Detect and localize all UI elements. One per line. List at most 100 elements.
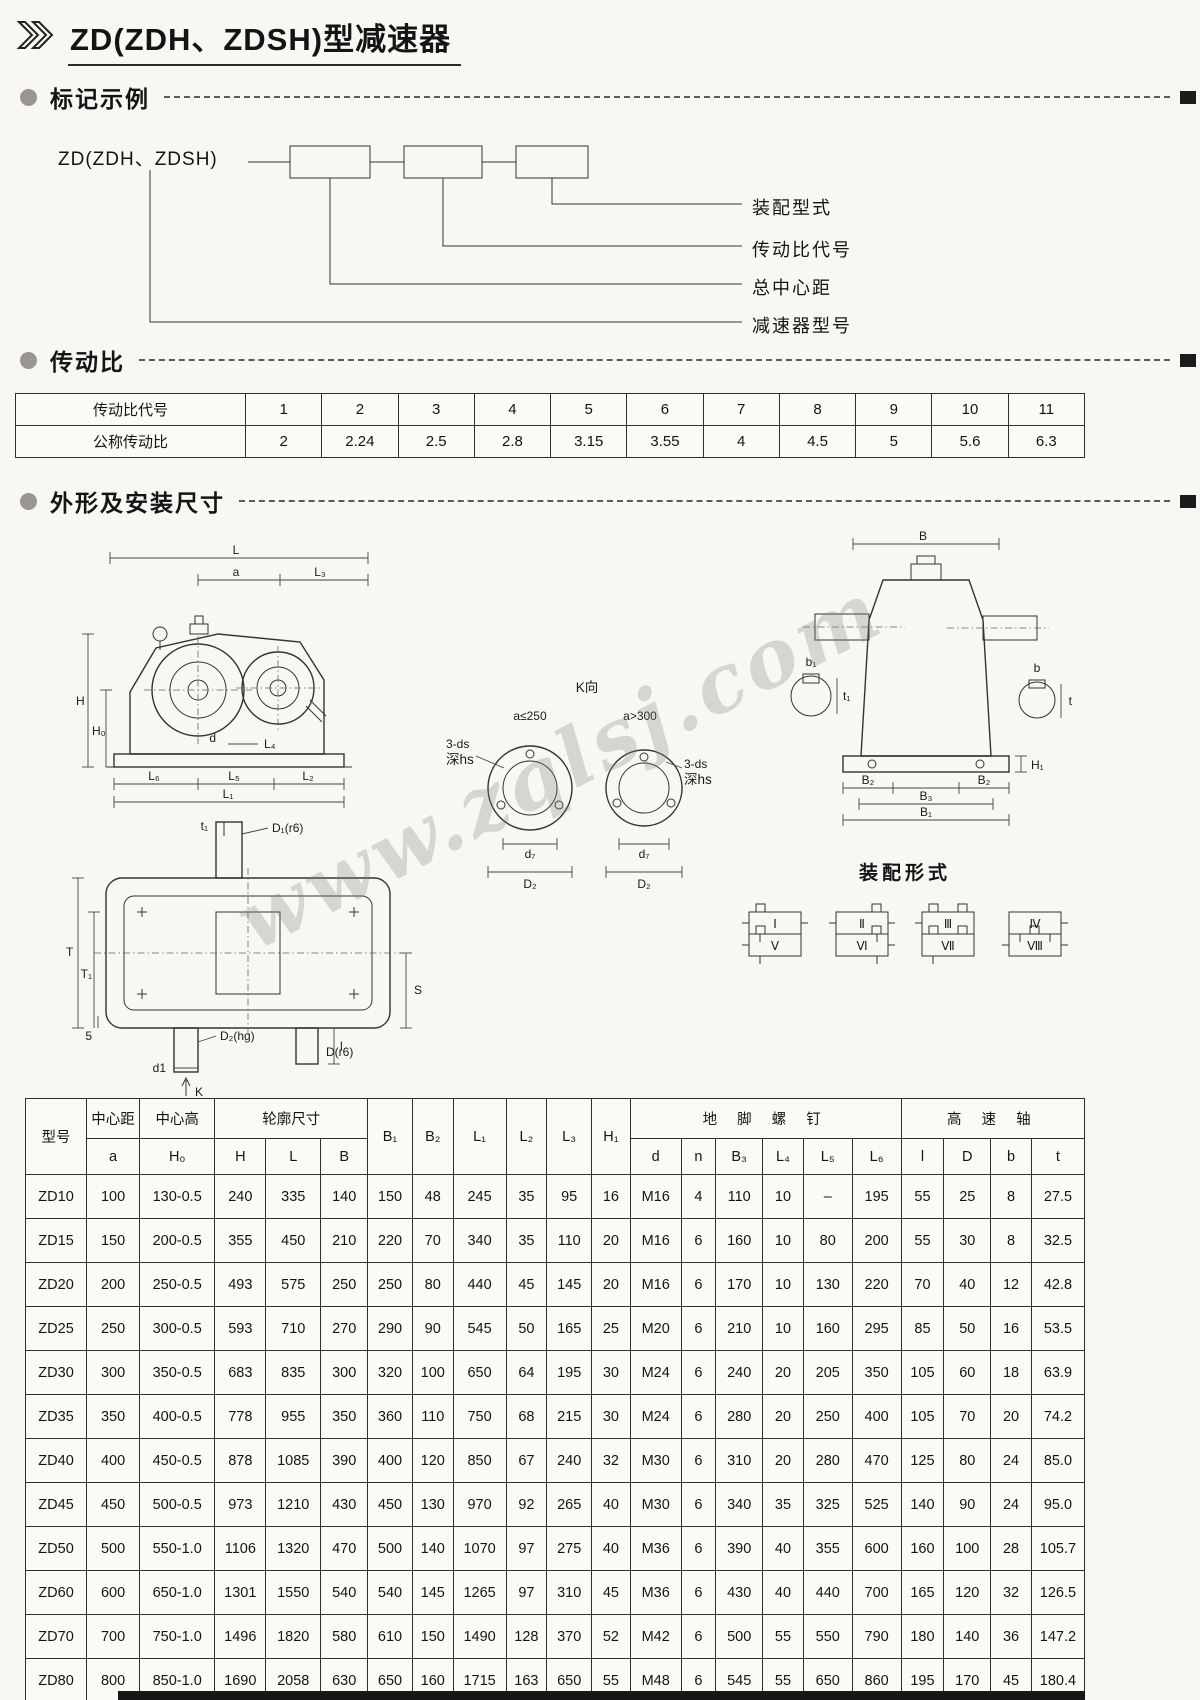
value-cell: 50 [943,1306,992,1351]
value-cell: 6 [680,1482,717,1527]
marking-label-assembly-type: 装配型式 [752,198,832,218]
header-L: L [265,1138,322,1175]
section-header-marking: 标记示例 [20,80,1200,114]
value-cell: 878 [214,1438,267,1483]
value-cell: 1085 [265,1438,322,1483]
value-cell: 180 [900,1614,945,1659]
dimensions-table: 型号 中心距 中心高 轮廓尺寸 B₁ B₂ L₁ L₂ L₃ H₁ 地 脚 螺 … [24,1098,1086,1700]
value-cell: 18 [990,1350,1032,1395]
value-cell: 128 [505,1614,548,1659]
value-cell: 105.7 [1030,1526,1086,1571]
value-cell: 27.5 [1030,1174,1086,1219]
dashed-rule [139,359,1170,361]
svg-text:L₃: L₃ [314,565,326,579]
value-cell: 50 [505,1306,548,1351]
value-cell: 275 [546,1526,593,1571]
header-anchor-bolt: 地 脚 螺 钉 [629,1098,902,1139]
svg-text:3-ds: 3-ds [446,737,469,751]
header-D: D [943,1138,992,1175]
svg-text:L₁: L₁ [223,787,234,801]
value-cell: 20 [762,1394,804,1439]
value-cell: 1070 [452,1526,507,1571]
value-cell: 100 [943,1526,992,1571]
value-cell: 16 [990,1306,1032,1351]
value-cell: 350 [320,1394,369,1439]
value-cell: 110 [411,1394,454,1439]
svg-text:L₅: L₅ [228,769,240,783]
value-cell: 250-0.5 [139,1262,216,1307]
value-cell: 32 [990,1570,1032,1615]
marking-prefix: ZD(ZDH、ZDSH) [58,149,218,170]
value-cell: 220 [851,1262,902,1307]
value-cell: 20 [762,1350,804,1395]
section-bullet-icon [20,88,37,106]
value-cell: M36 [629,1526,682,1571]
value-cell: 40 [762,1570,804,1615]
svg-text:D₂: D₂ [523,877,537,891]
header-d: d [629,1138,682,1175]
value-cell: 90 [943,1482,992,1527]
svg-text:D₁(r6): D₁(r6) [272,821,303,835]
value-cell: 150 [411,1614,454,1659]
value-cell: 750 [452,1394,507,1439]
value-cell: M16 [629,1174,682,1219]
svg-text:5: 5 [85,1029,92,1043]
value-cell: 550-1.0 [139,1526,216,1571]
ratio-value-cell: 5.6 [931,425,1009,458]
svg-text:T₁: T₁ [81,967,92,981]
value-cell: 6 [680,1394,717,1439]
header-L6: L₆ [851,1138,902,1175]
header-high-speed-shaft: 高 速 轴 [900,1098,1086,1139]
value-cell: 100 [411,1350,454,1395]
marking-label-center-distance: 总中心距 [752,278,832,298]
header-L2: L₂ [505,1098,548,1175]
value-cell: 200-0.5 [139,1218,216,1263]
dashed-rule [164,96,1170,98]
model-cell: ZD45 [24,1482,88,1527]
value-cell: 250 [802,1394,853,1439]
table-header-row-2: a H₀ H L B d n B₃ L₄ L₅ L₆ l D b t [26,1138,1086,1175]
value-cell: M20 [629,1306,682,1351]
model-cell: ZD70 [24,1614,88,1659]
value-cell: 778 [214,1394,267,1439]
value-cell: 40 [591,1526,631,1571]
value-cell: 195 [546,1350,593,1395]
value-cell: 6 [680,1438,717,1483]
value-cell: 4 [680,1174,717,1219]
value-cell: 340 [452,1218,507,1263]
value-cell: 1210 [265,1482,322,1527]
header-B3: B₃ [715,1138,764,1175]
ratio-code-cell: 10 [931,393,1009,426]
ratio-value-cell: 2.24 [321,425,399,458]
value-cell: 105 [900,1394,945,1439]
value-cell: 430 [715,1570,764,1615]
value-cell: 36 [990,1614,1032,1659]
value-cell: 160 [715,1218,764,1263]
value-cell: 835 [265,1350,322,1395]
page-edge-mark [1180,90,1196,104]
value-cell: 700 [86,1614,141,1659]
value-cell: 850 [452,1438,507,1483]
value-cell: 210 [320,1218,369,1263]
drawings-area: L a L₃ H H₀ d L₄ [0,528,1180,1099]
value-cell: 205 [802,1350,853,1395]
header-L4: L₄ [762,1138,804,1175]
ratio-value-cell: 2 [244,425,323,458]
svg-text:L₄: L₄ [264,737,276,751]
value-cell: 500-0.5 [139,1482,216,1527]
value-cell: 1265 [452,1570,507,1615]
value-cell: 550 [802,1614,853,1659]
value-cell: 525 [851,1482,902,1527]
header-H0: H₀ [139,1138,216,1175]
svg-text:t: t [1069,694,1073,708]
header-L1: L₁ [452,1098,507,1175]
svg-text:d: d [209,731,216,745]
value-cell: 250 [367,1262,413,1307]
ratio-value-cell: 6.3 [1007,425,1086,458]
ratio-value-cell: 4 [702,425,780,458]
